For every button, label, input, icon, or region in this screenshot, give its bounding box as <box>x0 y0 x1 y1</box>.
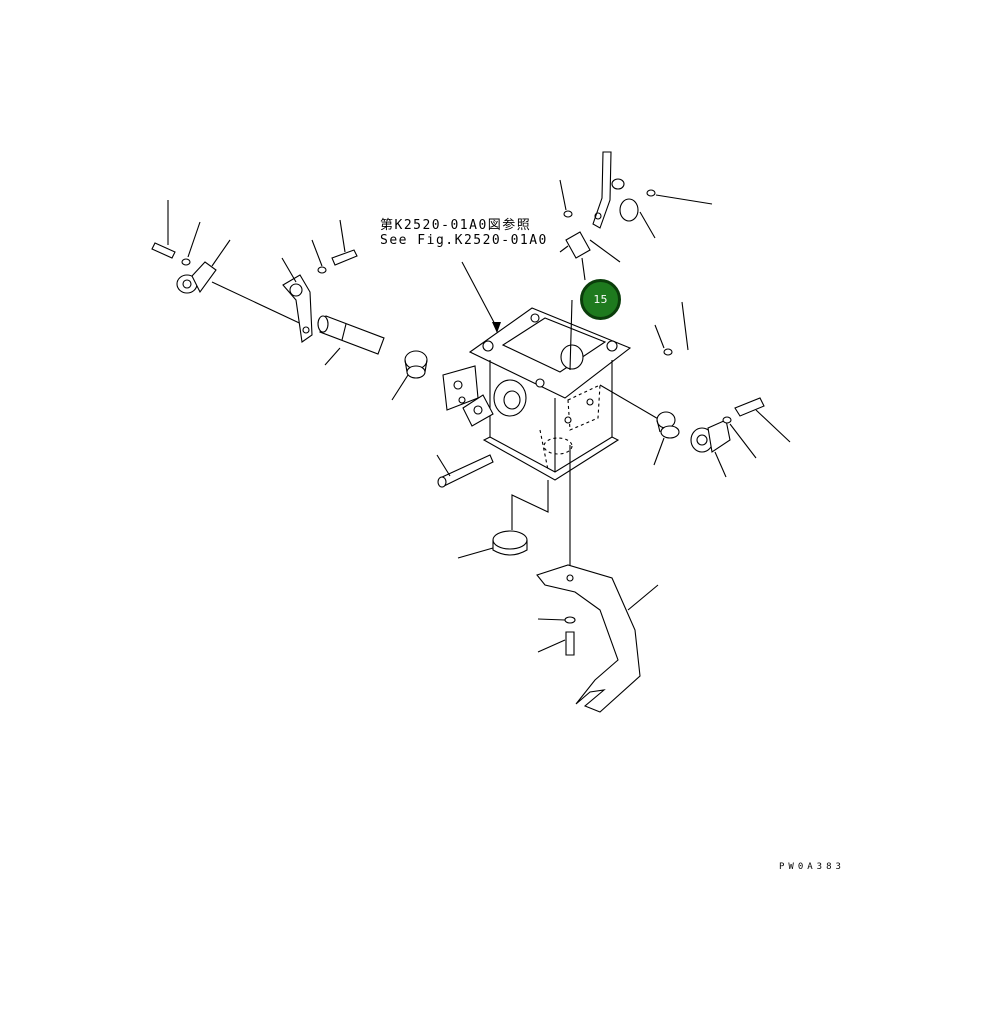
control-rod <box>511 299 573 575</box>
bracket <box>536 564 659 713</box>
drawing-code: PW0A383 <box>779 862 845 872</box>
parts-right <box>599 301 791 478</box>
shaft <box>317 315 385 366</box>
linkage-upper-right <box>559 151 713 281</box>
housing <box>442 307 632 481</box>
reference-note-english: See Fig.K2520-01A0 <box>380 233 548 248</box>
reference-note-japanese: 第K2520-01A0図参照 <box>380 218 532 233</box>
rod-end-left <box>151 200 311 329</box>
part-callout-15[interactable]: 15 <box>580 279 621 320</box>
lever-left <box>281 219 358 343</box>
reference-arrow <box>461 261 501 333</box>
bushing-left <box>391 350 428 401</box>
bolt-lower-left <box>436 454 494 488</box>
callout-label: 15 <box>593 293 608 306</box>
cap <box>457 530 528 559</box>
